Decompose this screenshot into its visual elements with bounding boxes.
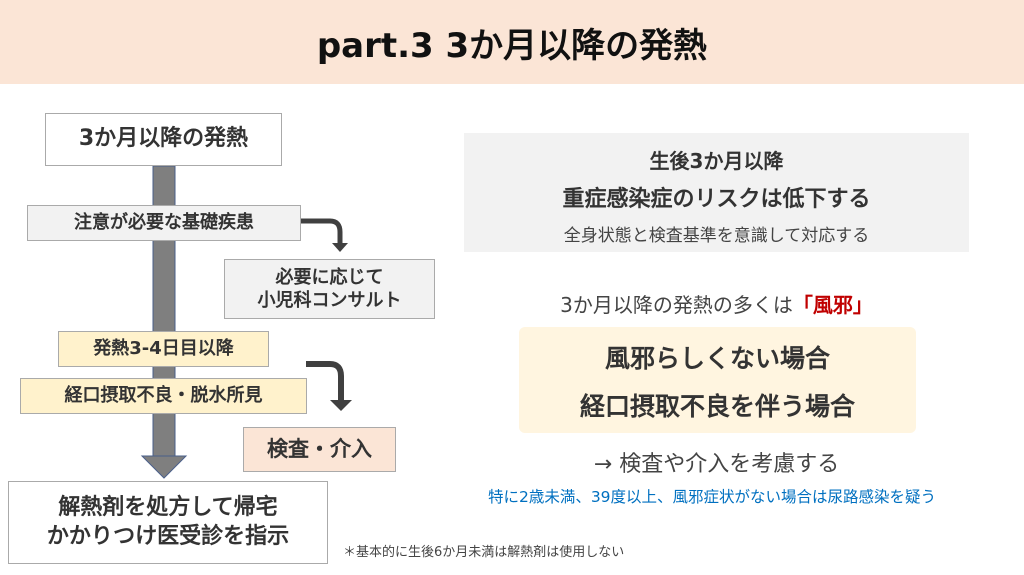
- end-line-1: 解熱剤を処方して帰宅: [58, 494, 278, 520]
- end-line-2: かかりつけ医受診を指示: [46, 523, 290, 549]
- test-box: 検査・介入: [243, 427, 396, 472]
- consult-line-2: 小児科コンサルト: [257, 290, 402, 311]
- title-bar: part.3 3か月以降の発熱: [0, 0, 1024, 84]
- case-2: 経口摂取不良を伴う場合: [579, 392, 855, 421]
- page-title: part.3 3か月以降の発熱: [316, 25, 708, 66]
- curved-arrow-icon: [301, 218, 343, 244]
- footnote: ＊基本的に生後6か月未満は解熱剤は使用しない: [343, 545, 625, 560]
- summary-line-3: 全身状態と検査基準を意識して対応する: [563, 226, 870, 246]
- start-label: 3か月以降の発熱: [78, 126, 249, 152]
- consult-line-1: 必要に応じて: [275, 266, 384, 288]
- underlying-label: 注意が必要な基礎疾患: [74, 212, 254, 234]
- arrowhead-icon-2: [330, 400, 352, 411]
- test-label: 検査・介入: [267, 436, 372, 461]
- fever-days-box: 発熱3-4日目以降: [58, 331, 269, 367]
- uti-note: 特に2歳未満、39度以上、風邪症状がない場合は尿路感染を疑う: [487, 488, 937, 506]
- summary-line-1: 生後3か月以降: [649, 149, 784, 173]
- summary-line-2: 重症感染症のリスクは低下する: [562, 187, 871, 212]
- poor-intake-label: 経口摂取不良・脱水所見: [64, 385, 263, 407]
- case-1: 風邪らしくない場合: [604, 344, 830, 373]
- curved-arrow-icon-2: [306, 361, 344, 400]
- arrowhead-icon: [332, 243, 348, 252]
- cases-box: 風邪らしくない場合 経口摂取不良を伴う場合: [519, 327, 916, 433]
- consider-text: → 検査や介入を考慮する: [593, 452, 840, 477]
- end-box: 解熱剤を処方して帰宅かかりつけ医受診を指示: [8, 481, 328, 564]
- cold-prefix: 3か月以降の発熱の多くは: [560, 293, 793, 317]
- cold-highlight: 「風邪」: [792, 293, 873, 317]
- summary-box: 生後3か月以降 重症感染症のリスクは低下する 全身状態と検査基準を意識して対応す…: [464, 133, 969, 252]
- start-box: 3か月以降の発熱: [45, 113, 282, 166]
- fever-days-label: 発熱3-4日目以降: [93, 338, 234, 360]
- poor-intake-box: 経口摂取不良・脱水所見: [20, 378, 307, 414]
- cold-statement: 3か月以降の発熱の多くは「風邪」: [464, 289, 969, 318]
- underlying-disease-box: 注意が必要な基礎疾患: [27, 205, 301, 241]
- consult-box: 必要に応じて小児科コンサルト: [224, 259, 435, 319]
